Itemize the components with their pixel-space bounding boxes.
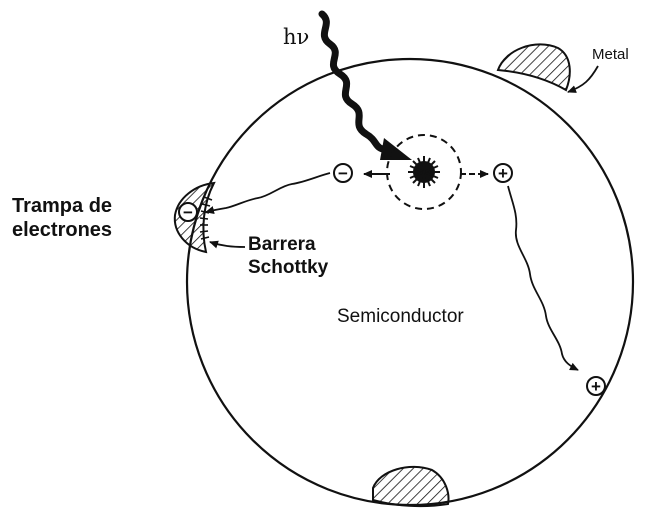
surface-hole-symbol: + [587,377,605,396]
hole-symbol: + [494,164,512,183]
photon-arrowhead [380,138,412,160]
electron-symbol: − [334,164,352,183]
trap-label-line1: Trampa de [12,195,112,217]
photon-ray [322,14,392,150]
semiconductor-particle [187,59,633,505]
metal-pointer-arrow [568,66,598,92]
barrier-label-line2: Schottky [248,257,329,278]
surface-hole-sign: + [591,377,601,396]
metal-deposit-bottom [373,467,448,506]
hole-migration-path [508,186,578,370]
photon-label: hν [283,25,309,49]
metal-label: Metal [592,46,629,63]
trapped-electron-symbol: − [179,203,197,222]
excitation-burst-icon [408,156,440,188]
semiconductor-label: Semiconductor [337,306,464,327]
trap-label-line2: electrones [12,219,112,241]
trapped-electron-sign: − [183,203,193,222]
hole-sign: + [498,164,508,183]
electron-sign: − [338,164,348,183]
barrier-label-line1: Barrera [248,234,316,255]
electron-migration-path [206,173,330,212]
barrier-pointer-arrow [210,242,245,247]
